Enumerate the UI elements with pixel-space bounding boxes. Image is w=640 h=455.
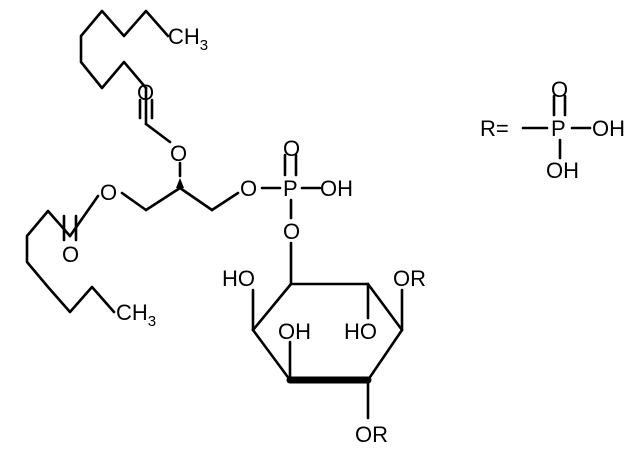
bottom-ester-bond-2	[120, 191, 148, 212]
phosphate-bridge-oxygen: O	[283, 219, 300, 244]
ring-bond-2	[366, 282, 404, 332]
top-acyl-chain	[79, 9, 170, 90]
r-double-oxygen: O	[551, 77, 568, 102]
ring-or-top: OR	[393, 266, 426, 291]
glycerol-bond-3	[210, 191, 240, 212]
ring-bond-4	[251, 328, 292, 382]
ring-ho-inner: HO	[344, 319, 377, 344]
bottom-carbonyl-oxygen: O	[62, 242, 79, 267]
ring-oh-front: OH	[278, 319, 311, 344]
ring-bond-3	[251, 282, 293, 332]
ring-ho-left: HO	[222, 266, 255, 291]
top-ester-bond-2	[144, 122, 172, 144]
phosphate-oh: OH	[320, 176, 353, 201]
glycerol-bond-1	[144, 186, 182, 212]
glycerol-link-oxygen: O	[240, 176, 257, 201]
glycerol-bond-2	[178, 186, 214, 212]
top-carbonyl-oxygen: O	[137, 80, 154, 105]
top-chain-ch3: CH3	[168, 24, 208, 54]
r-label: R=	[480, 116, 509, 141]
top-ester-oxygen: O	[170, 141, 187, 166]
r-oh-right: OH	[592, 116, 625, 141]
phosphate-p: P	[283, 176, 298, 201]
bottom-ester-oxygen: O	[100, 180, 117, 205]
r-oh-bottom: OH	[546, 158, 579, 183]
stereo-wedge	[176, 178, 184, 188]
r-phosphorus: P	[551, 116, 566, 141]
phosphate-double-oxygen: O	[283, 136, 300, 161]
bottom-chain-ch3: CH3	[116, 300, 156, 330]
bottom-acyl-chain	[25, 209, 116, 314]
ring-bond-5	[366, 328, 404, 382]
ring-or-bottom: OR	[355, 422, 388, 447]
bottom-ester-bond-1	[68, 194, 100, 238]
